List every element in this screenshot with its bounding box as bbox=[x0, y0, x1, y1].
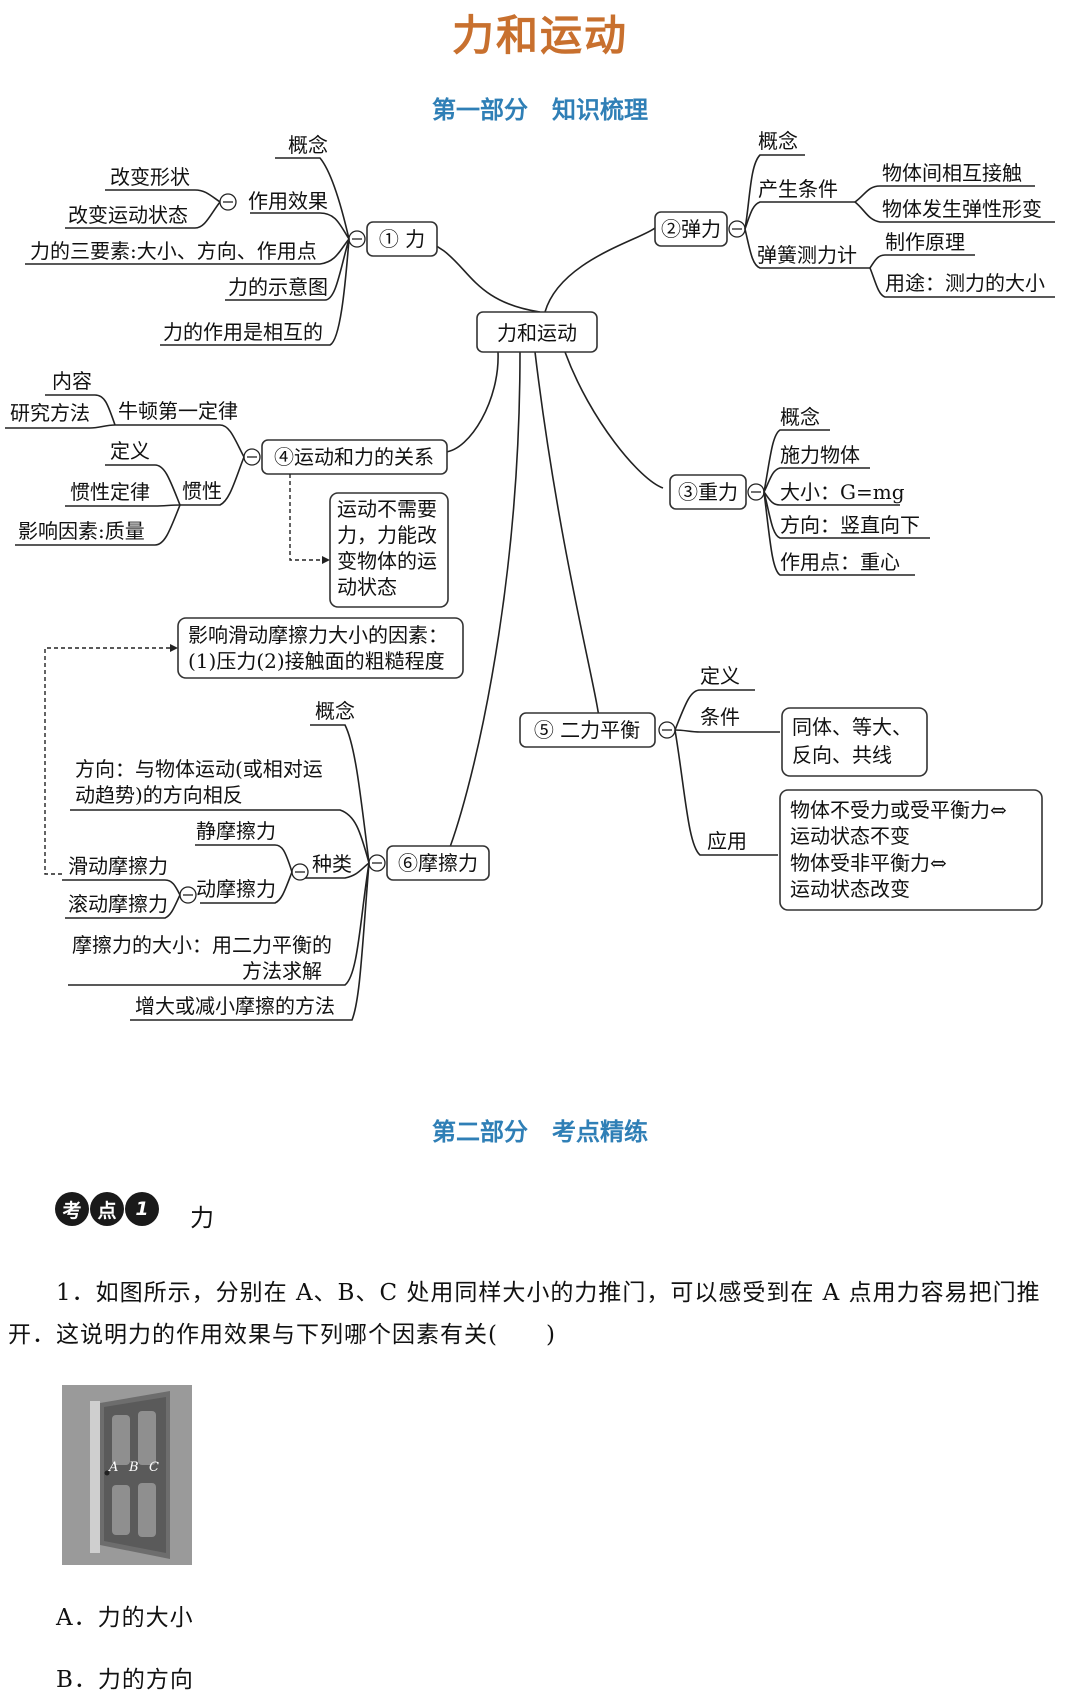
balance-definition: 定义 bbox=[700, 664, 740, 688]
motion-newton: 牛顿第一定律 bbox=[118, 399, 238, 423]
friction-magnitude-1: 摩擦力的大小：用二力平衡的 bbox=[72, 933, 332, 957]
force-concept: 概念 bbox=[288, 133, 328, 157]
gravity-source: 施力物体 bbox=[780, 443, 860, 467]
friction-direction-2: 动趋势)的方向相反 bbox=[75, 783, 243, 807]
balance-app-1: 物体不受力或受平衡力⇔ bbox=[790, 798, 1007, 822]
effect-item-motion: 改变运动状态 bbox=[68, 203, 188, 227]
newton-method: 研究方法 bbox=[10, 401, 90, 425]
gravity-concept: 概念 bbox=[780, 405, 820, 429]
elastic-node: ②弹力 bbox=[661, 217, 721, 241]
elastic-concept: 概念 bbox=[758, 129, 798, 153]
motion-note-4: 动状态 bbox=[337, 575, 397, 599]
force-three-elements: 力的三要素:大小、方向、作用点 bbox=[30, 239, 317, 263]
part1-title: 第一部分 知识梳理 bbox=[432, 96, 648, 124]
elastic-spring-use: 用途：测力的大小 bbox=[885, 271, 1045, 295]
mind-map: 力和运动 ① 力 概念 作用效果 改变形状 改变运动状态 力的三要素:大小、方向… bbox=[5, 129, 1055, 1021]
gravity-point: 作用点：重心 bbox=[780, 550, 900, 574]
friction-direction-1: 方向：与物体运动(或相对运 bbox=[75, 757, 323, 781]
gravity-node: ③重力 bbox=[678, 480, 738, 504]
force-diagram: 力的示意图 bbox=[228, 275, 328, 299]
balance-cond-1: 同体、等大、 bbox=[792, 715, 912, 739]
balance-app-2: 运动状态不变 bbox=[790, 824, 910, 848]
friction-concept: 概念 bbox=[315, 699, 355, 723]
elastic-condition: 产生条件 bbox=[758, 177, 838, 201]
motion-note-2: 力，力能改 bbox=[337, 523, 437, 547]
kaodian-char-2: 点 bbox=[90, 1192, 124, 1226]
question-text: 1．如图所示，分别在 A、B、C 处用同样大小的力推门，可以感受到在 A 点用力… bbox=[8, 1280, 1041, 1348]
part2-title: 第二部分 考点精练 bbox=[432, 1118, 648, 1146]
motion-note-1: 运动不需要 bbox=[337, 497, 437, 521]
kaodian-badge: 考 点 1 bbox=[55, 1192, 160, 1226]
gravity-size: 大小：G=mg bbox=[780, 480, 905, 504]
balance-application: 应用 bbox=[707, 829, 747, 853]
mindmap-center: 力和运动 bbox=[497, 321, 577, 345]
friction-rolling: 滚动摩擦力 bbox=[68, 892, 168, 916]
friction-node: ⑥摩擦力 bbox=[398, 851, 478, 875]
friction-factors-2: (1)压力(2)接触面的粗糙程度 bbox=[188, 649, 445, 673]
kaodian-title: 力 bbox=[190, 1204, 214, 1232]
force-effect: 作用效果 bbox=[248, 189, 328, 213]
friction-factors-1: 影响滑动摩擦力大小的因素： bbox=[188, 623, 448, 647]
door-label-c: C bbox=[149, 1460, 159, 1475]
elastic-cond-contact: 物体间相互接触 bbox=[882, 161, 1022, 185]
elastic-spring: 弹簧测力计 bbox=[757, 243, 857, 267]
balance-condition: 条件 bbox=[700, 705, 740, 729]
friction-sliding: 滑动摩擦力 bbox=[68, 854, 168, 878]
friction-change: 增大或减小摩擦的方法 bbox=[135, 994, 335, 1018]
inertia-law: 惯性定律 bbox=[70, 480, 150, 504]
effect-item-shape: 改变形状 bbox=[110, 165, 190, 189]
friction-kinetic: 动摩擦力 bbox=[196, 877, 276, 901]
force-node: ① 力 bbox=[379, 227, 425, 251]
friction-magnitude-2: 方法求解 bbox=[242, 959, 322, 983]
motion-note-3: 变物体的运 bbox=[337, 549, 437, 573]
newton-content: 内容 bbox=[52, 369, 92, 393]
option-a[interactable]: A．力的大小 bbox=[56, 1605, 194, 1631]
motion-node: ④运动和力的关系 bbox=[274, 445, 434, 469]
balance-app-3: 物体受非平衡力⇔ bbox=[790, 851, 947, 875]
option-b[interactable]: B．力的方向 bbox=[56, 1667, 194, 1693]
motion-inertia: 惯性 bbox=[182, 479, 222, 503]
door-image: A B C bbox=[62, 1385, 192, 1565]
inertia-factor: 影响因素:质量 bbox=[18, 519, 145, 543]
balance-node: ⑤ 二力平衡 bbox=[534, 718, 640, 742]
kaodian-char-1: 考 bbox=[55, 1192, 89, 1226]
friction-kinds: 种类 bbox=[312, 852, 352, 876]
door-label-b: B bbox=[128, 1460, 139, 1475]
elastic-spring-principle: 制作原理 bbox=[885, 230, 965, 254]
page-title: 力和运动 bbox=[451, 11, 628, 60]
kaodian-number: 1 bbox=[125, 1192, 159, 1226]
balance-cond-2: 反向、共线 bbox=[792, 743, 892, 767]
friction-static: 静摩擦力 bbox=[196, 819, 276, 843]
inertia-definition: 定义 bbox=[110, 439, 150, 463]
elastic-cond-deform: 物体发生弹性形变 bbox=[882, 197, 1042, 221]
door-label-a: A bbox=[108, 1460, 118, 1475]
balance-app-4: 运动状态改变 bbox=[790, 877, 910, 901]
gravity-direction: 方向：竖直向下 bbox=[780, 513, 920, 537]
force-mutual: 力的作用是相互的 bbox=[163, 320, 323, 344]
